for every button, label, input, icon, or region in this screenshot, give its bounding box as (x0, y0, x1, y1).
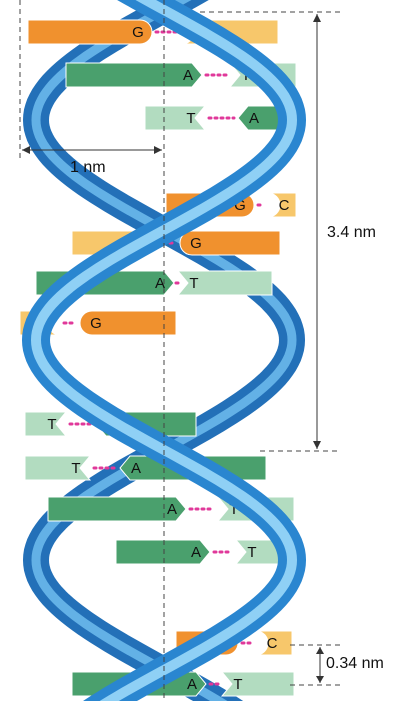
guide-lines (19, 0, 340, 701)
base-rise-label: 0.34 nm (326, 655, 384, 672)
base-G-left (27, 19, 153, 45)
base-label-right: G (90, 315, 102, 332)
backbone-strand-front (21, 0, 307, 701)
base-rise-dimension: 0.34 nm (316, 647, 384, 683)
base-label-left: A (183, 67, 193, 84)
base-label-left: A (191, 544, 201, 561)
base-T-left (24, 411, 68, 437)
base-label-right: T (233, 676, 242, 693)
base-label-right: A (249, 110, 259, 127)
base-label-right: A (131, 460, 141, 477)
base-T-left (24, 455, 92, 481)
base-label-left: T (186, 110, 195, 127)
backbone-strand-back (22, 0, 306, 701)
base-T-left (144, 105, 207, 131)
base-T-right (176, 270, 273, 296)
base-C-right (255, 630, 293, 656)
base-C-right (267, 192, 297, 218)
base-label-right: G (190, 235, 202, 252)
base-A-left (47, 496, 187, 522)
base-A-left (115, 539, 211, 565)
base-label-left: T (47, 416, 56, 433)
base-T-right (220, 671, 295, 697)
base-label-left: A (187, 676, 197, 693)
base-label-right: T (247, 544, 256, 561)
helical-turn-dimension: 3.4 nm (313, 14, 376, 449)
base-G-right (79, 310, 177, 336)
width-dimension: 1 nm (22, 146, 162, 176)
base-label-right: T (229, 501, 238, 518)
base-label-left: A (155, 275, 165, 292)
base-label-left: G (132, 24, 144, 41)
base-label-left: G (234, 197, 246, 214)
base-label-right: T (189, 275, 198, 292)
base-A-left (65, 62, 203, 88)
base-label-left: A (167, 501, 177, 518)
base-label-right: C (279, 197, 290, 214)
base-label-left: T (71, 460, 80, 477)
helical-turn-label: 3.4 nm (327, 224, 376, 241)
width-label: 1 nm (70, 159, 106, 176)
base-label-right: C (267, 635, 278, 652)
